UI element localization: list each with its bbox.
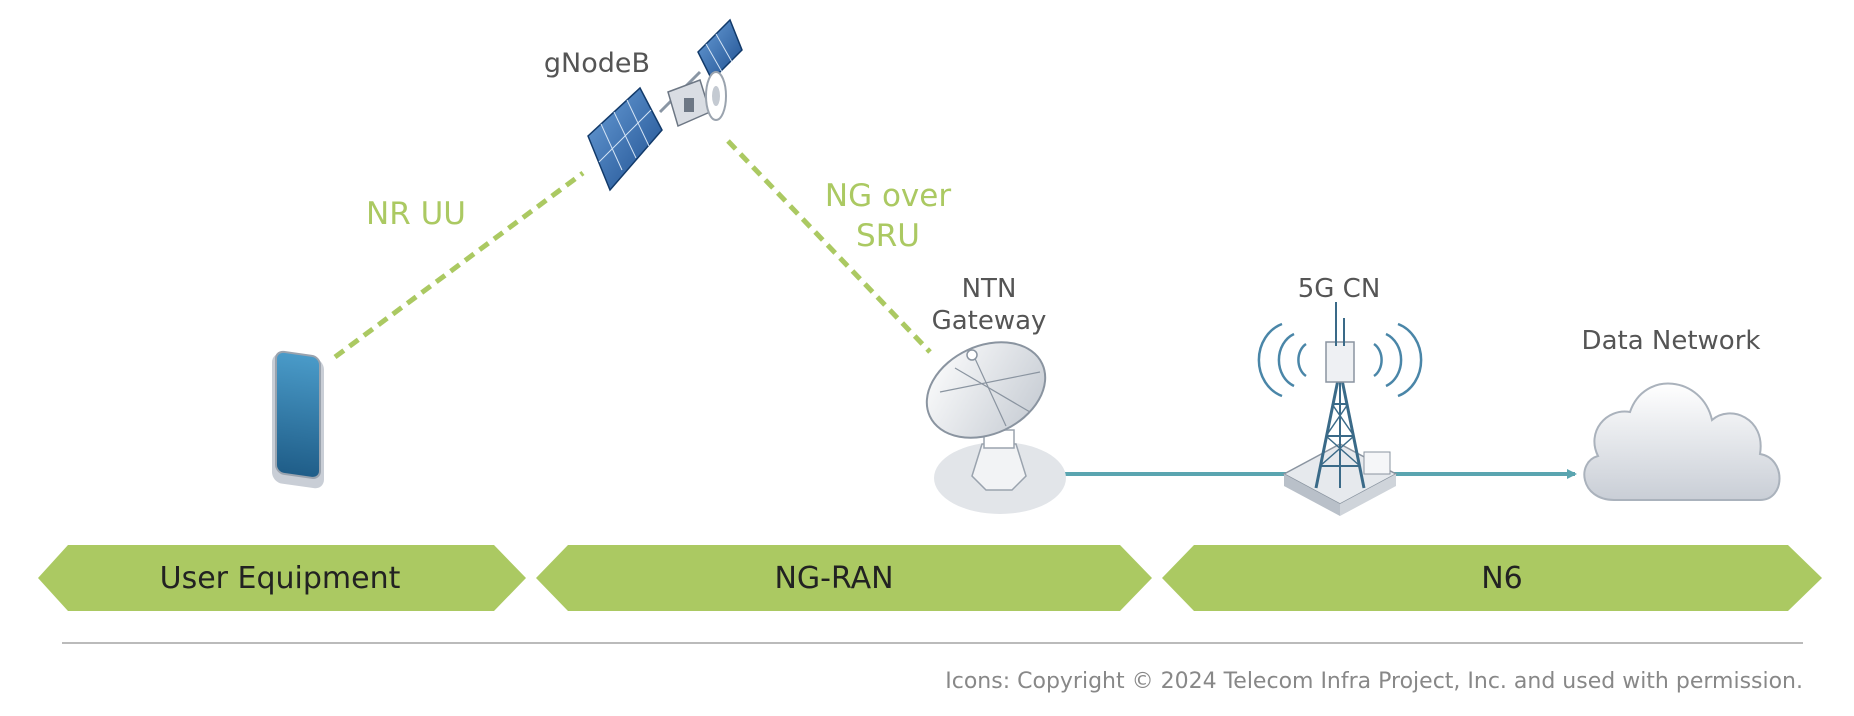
- signal-waves-icon: [1257, 322, 1423, 398]
- banner-ng-ran: NG-RAN: [536, 545, 1152, 611]
- gnodeb-label: gNodeB: [544, 48, 650, 79]
- ng-over-sru-label-line1: NG over: [825, 178, 951, 214]
- data-network-label: Data Network: [1582, 326, 1761, 356]
- banner-user-equipment-label: User Equipment: [160, 561, 401, 596]
- ng-over-sru-link: [726, 139, 932, 354]
- satellite-icon: [587, 18, 743, 192]
- smartphone-icon: [272, 350, 324, 489]
- satellite-dish-icon: [925, 341, 1066, 514]
- nr-uu-label: NR UU: [366, 196, 466, 232]
- copyright-footer: Icons: Copyright © 2024 Telecom Infra Pr…: [945, 669, 1803, 694]
- cloud-icon: [1583, 382, 1781, 501]
- cell-tower-icon: [1257, 302, 1423, 516]
- core-network-label: 5G CN: [1298, 274, 1381, 304]
- ntn-gateway-label-line2: Gateway: [932, 306, 1047, 336]
- banner-user-equipment: User Equipment: [38, 545, 526, 611]
- nr-uu-link: [333, 170, 585, 360]
- banner-n6: N6: [1162, 545, 1822, 611]
- ng-over-sru-label-line2: SRU: [856, 218, 920, 254]
- ntn-gateway-label-line1: NTN: [962, 274, 1017, 304]
- banner-n6-label: N6: [1481, 561, 1523, 596]
- banner-ng-ran-label: NG-RAN: [774, 561, 893, 596]
